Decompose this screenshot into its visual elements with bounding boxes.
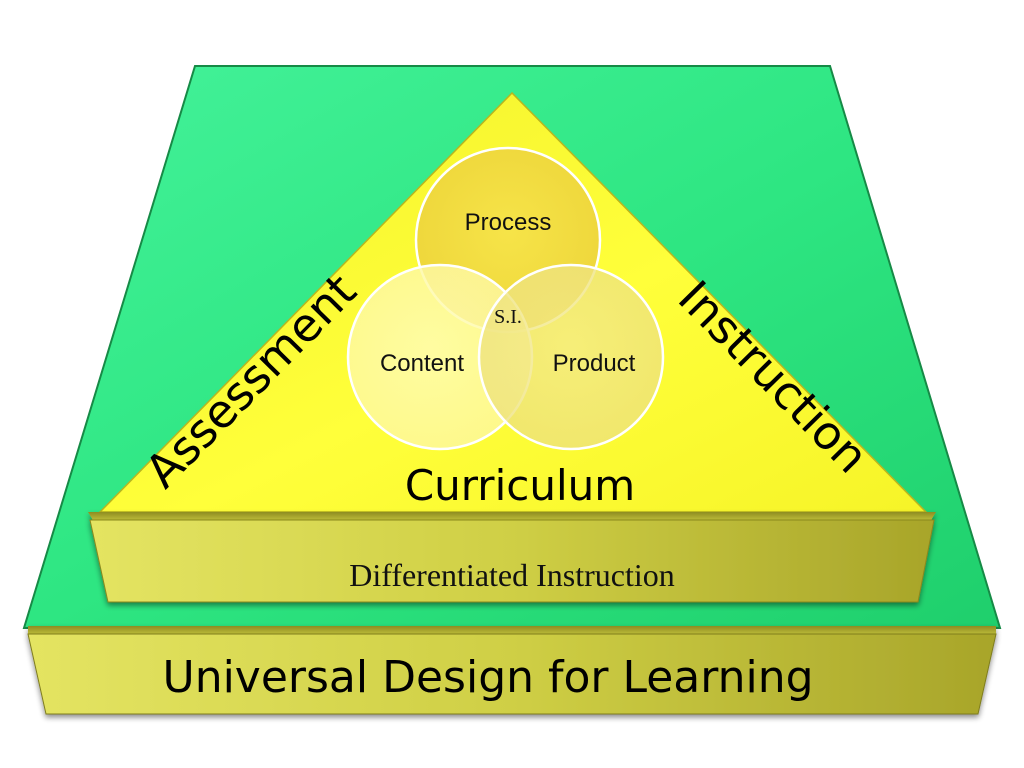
si-label: S.I. — [494, 306, 522, 328]
di-slab — [88, 512, 936, 603]
universal-design-label: Universal Design for Learning — [162, 652, 813, 703]
product-label: Product — [553, 350, 636, 377]
product-circle — [477, 263, 665, 451]
curriculum-label: Curriculum — [405, 461, 635, 510]
differentiated-instruction-label: Differentiated Instruction — [349, 557, 675, 593]
udl-slab — [27, 626, 997, 715]
process-label: Process — [465, 209, 552, 236]
content-label: Content — [380, 350, 464, 377]
